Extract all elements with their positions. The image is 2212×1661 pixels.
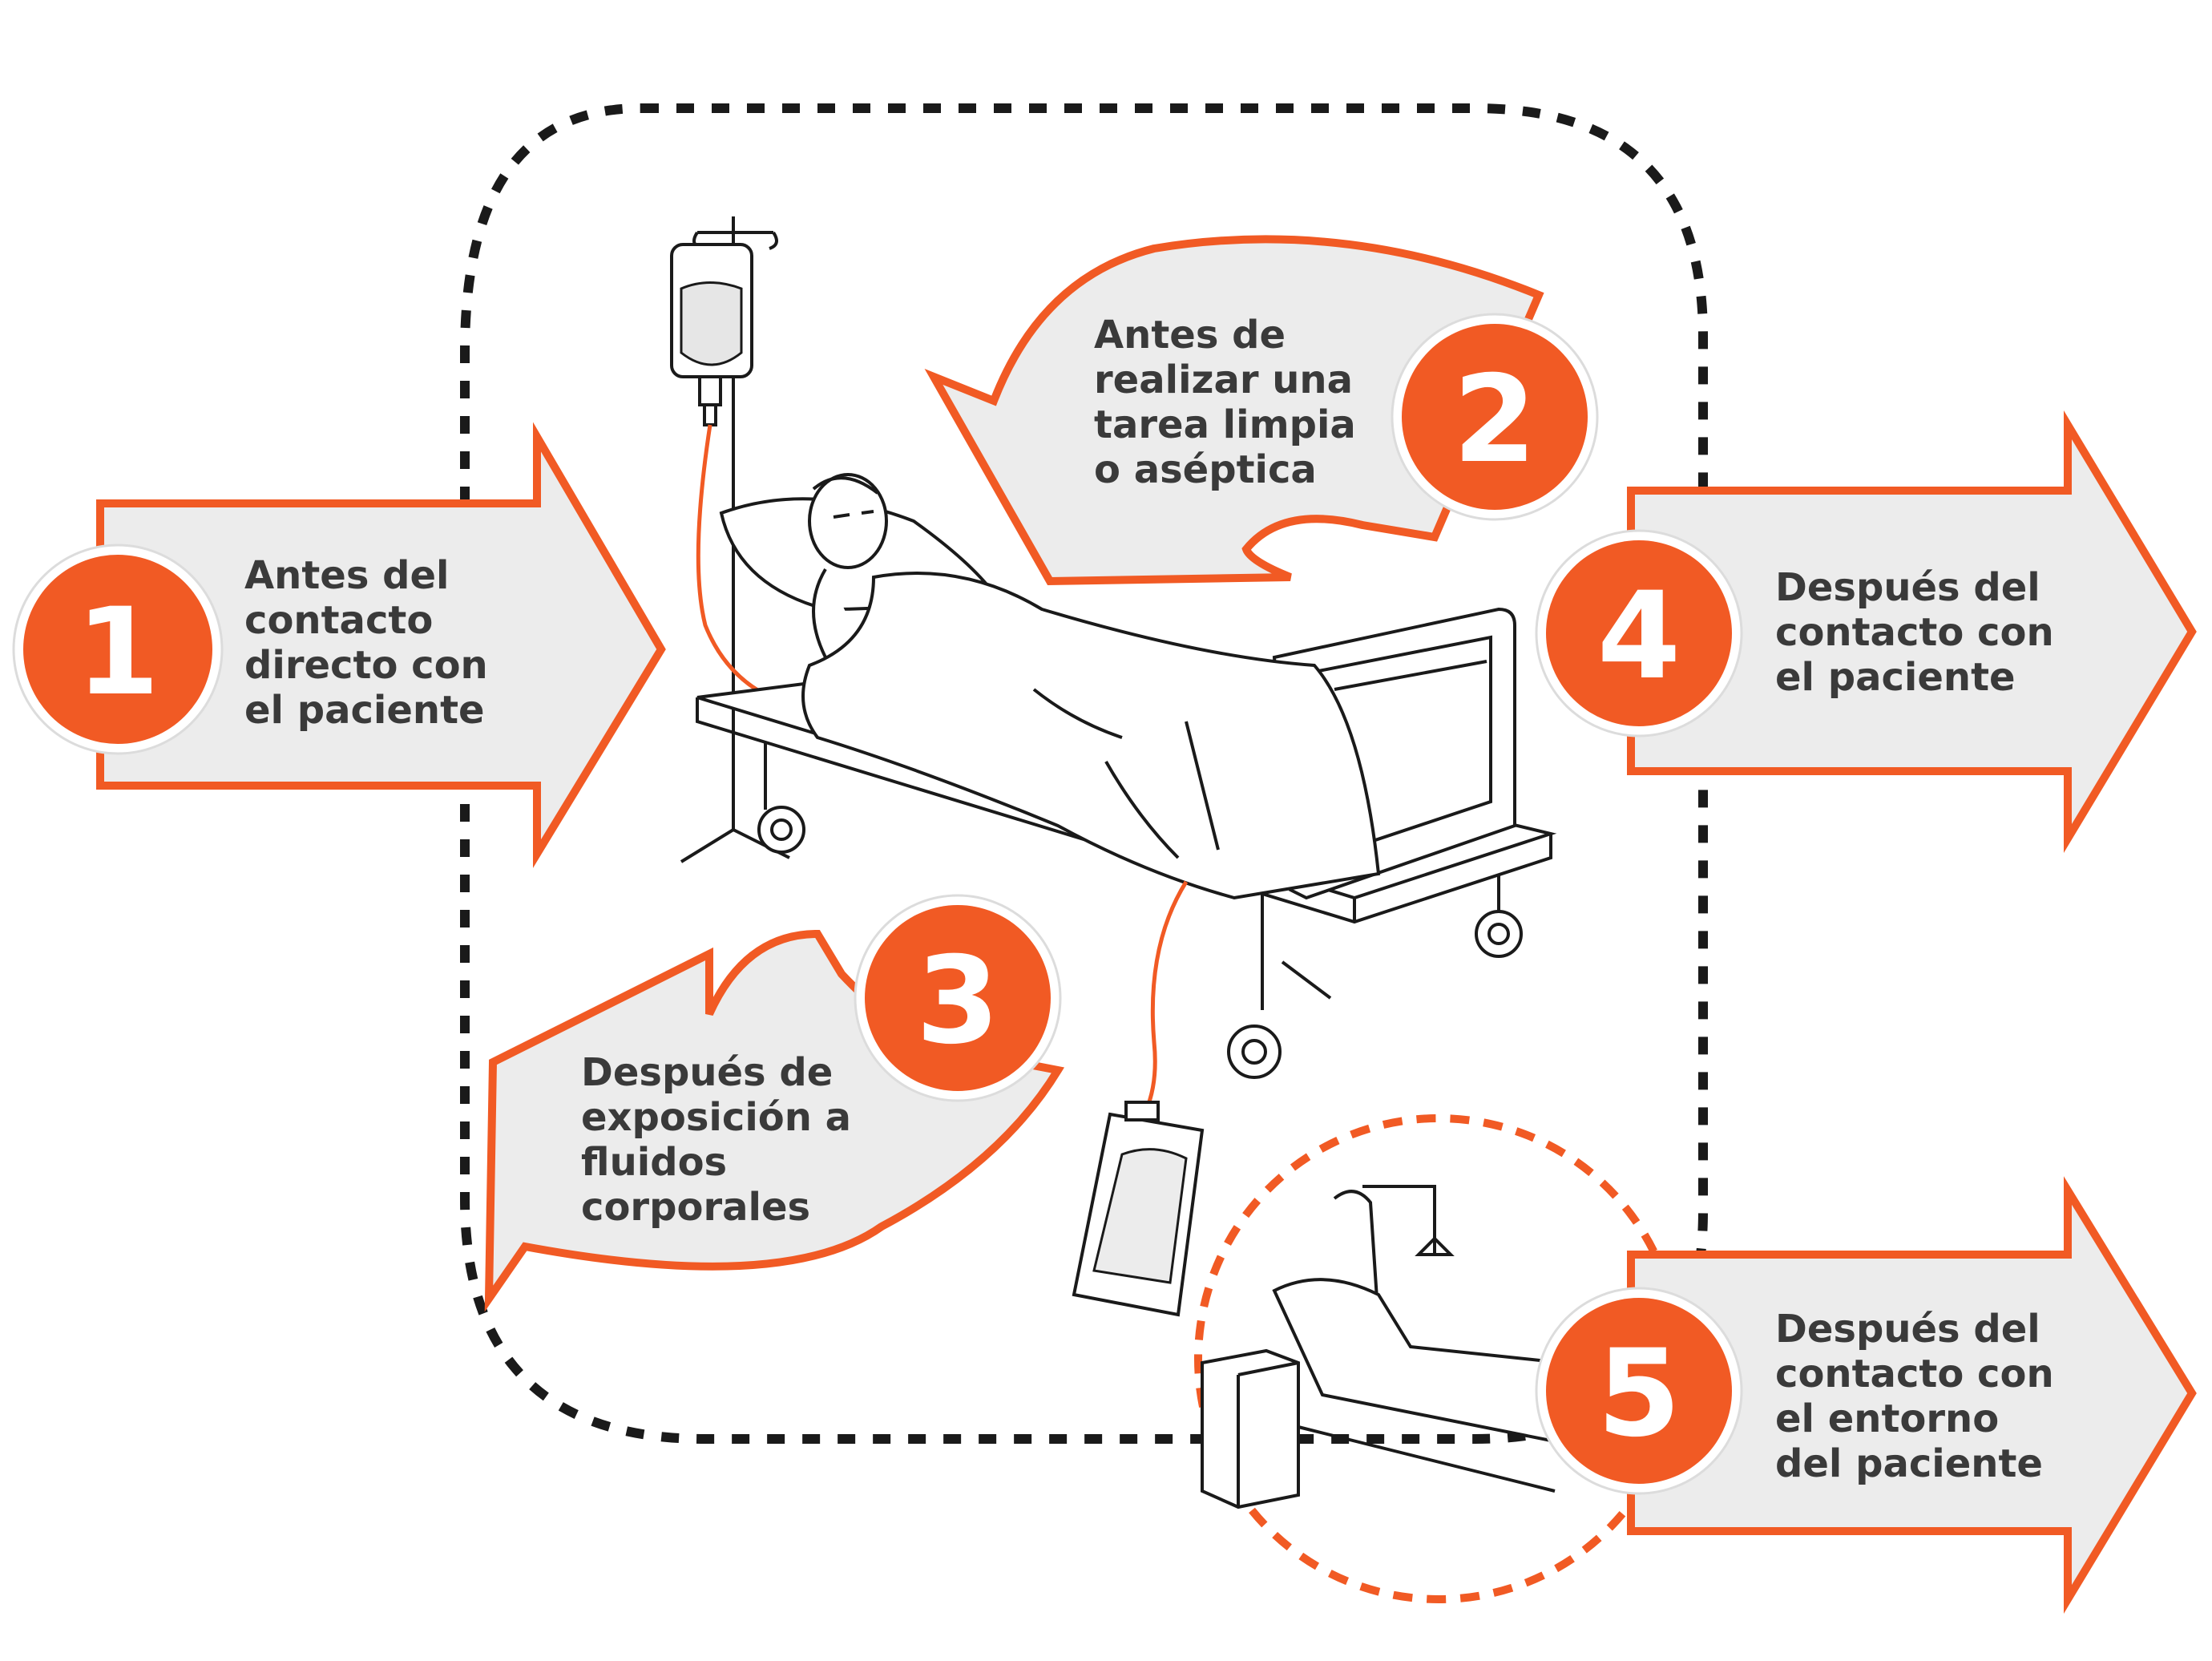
moment-3-line: fluidos xyxy=(581,1140,728,1185)
moment-1-line: contacto xyxy=(244,598,434,643)
moment-4-badge: 4 xyxy=(1535,529,1743,738)
moment-4-line: Después del xyxy=(1775,565,2040,610)
moment-4-arrow xyxy=(1627,410,2197,854)
moment-2-number: 2 xyxy=(1453,350,1536,490)
moment-1-arrow xyxy=(96,422,666,868)
moment-1-number: 1 xyxy=(76,583,159,722)
moment-2-line: tarea limpia xyxy=(1094,402,1356,447)
moment-3-line: corporales xyxy=(581,1185,811,1230)
moment-2-arrow xyxy=(924,235,1544,586)
moment-1-line: Antes del xyxy=(244,553,450,598)
moment-3-badge: 3 xyxy=(854,894,1062,1102)
moment-2-badge: 2 xyxy=(1391,313,1599,521)
hospital-bed-illustration xyxy=(670,216,1557,1317)
moment-5-line: contacto con xyxy=(1775,1352,2054,1396)
moment-2-line: Antes de xyxy=(1094,313,1286,358)
moment-5-arrow xyxy=(1627,1176,2197,1614)
moment-5-badge: 5 xyxy=(1535,1287,1743,1495)
moment-2-line: realizar una xyxy=(1094,358,1353,402)
moment-4-line: contacto con xyxy=(1775,610,2054,655)
moment-4-label: Después del contacto con el paciente xyxy=(1775,565,2054,700)
patient-zone-boundary xyxy=(460,103,1708,1444)
moment-3-line: Después de xyxy=(581,1050,834,1095)
moment-5-label: Después del contacto con el entorno del … xyxy=(1775,1307,2054,1486)
moment-3-label: Después de exposición a fluidos corporal… xyxy=(581,1050,851,1230)
moment-1-label: Antes del contacto directo con el pacien… xyxy=(244,553,488,733)
patient-environment-illustration xyxy=(1201,1185,1564,1509)
moment-1-badge: 1 xyxy=(12,544,224,755)
moment-3-line: exposición a xyxy=(581,1095,852,1140)
moment-5-line: del paciente xyxy=(1775,1441,2043,1486)
moment-5-line: el entorno xyxy=(1775,1396,2000,1441)
moment-5-line: Después del xyxy=(1775,1307,2040,1352)
moment-2-line: o aséptica xyxy=(1094,447,1317,492)
moment-4-line: el paciente xyxy=(1775,655,2016,700)
moment-2-label: Antes de realizar una tarea limpia o asé… xyxy=(1094,313,1356,492)
moment-1-line: directo con xyxy=(244,643,488,688)
moment-1-line: el paciente xyxy=(244,688,485,733)
moment-4-number: 4 xyxy=(1597,567,1681,706)
moment-5-number: 5 xyxy=(1597,1324,1681,1464)
moment-3-number: 3 xyxy=(916,932,999,1071)
